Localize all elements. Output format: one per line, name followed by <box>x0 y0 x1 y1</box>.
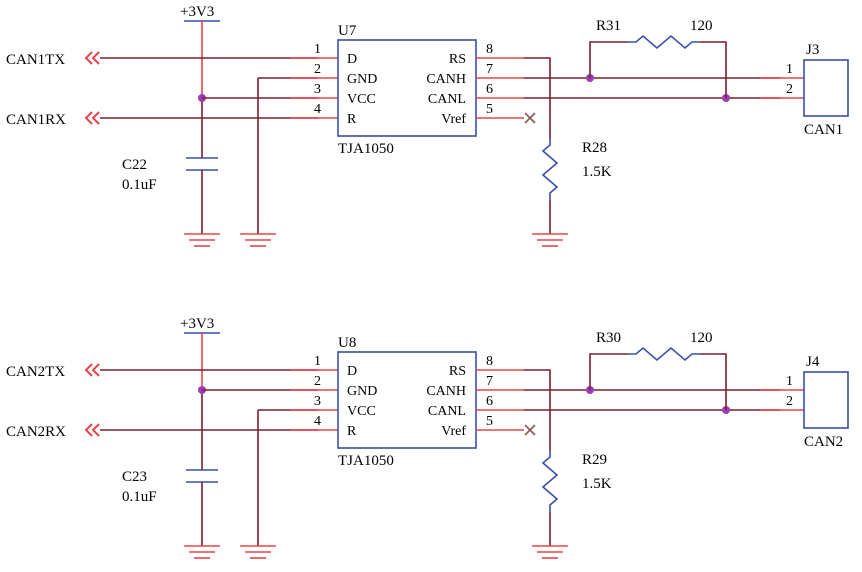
pin-num-6: 6 <box>486 82 493 97</box>
pin-name-vcc: VCC <box>347 404 376 419</box>
tx-arrow <box>84 51 100 65</box>
rx-label: CAN2RX <box>6 424 66 440</box>
tx-arrow <box>84 363 100 377</box>
pin-num-5: 5 <box>486 414 493 429</box>
pin-num-4: 4 <box>314 414 321 429</box>
pin-name-gnd: GND <box>347 384 377 399</box>
rs-res-value: 1.5K <box>582 476 612 492</box>
cap-value: 0.1uF <box>122 489 157 505</box>
pin-num-8: 8 <box>486 42 493 57</box>
pin-name-vref: Vref <box>441 424 466 439</box>
cap-ref: C23 <box>122 469 147 485</box>
rs-wire <box>524 369 551 450</box>
rs-resistor <box>541 138 559 200</box>
pin-num-3: 3 <box>314 394 321 409</box>
power-label: +3V3 <box>180 316 214 332</box>
conn-name: CAN1 <box>804 122 843 138</box>
pin-name-r: R <box>347 112 357 127</box>
capacitor <box>186 469 218 546</box>
no-connect-mark <box>524 424 536 436</box>
rs-resistor <box>541 450 559 512</box>
rs-res-ref: R29 <box>582 452 607 468</box>
capacitor <box>186 157 218 234</box>
conn-ref: J4 <box>806 354 820 370</box>
pin-num-7: 7 <box>486 374 493 389</box>
conn-name: CAN2 <box>804 434 843 450</box>
pin-num-7: 7 <box>486 62 493 77</box>
pin-name-vcc: VCC <box>347 92 376 107</box>
ground-symbol-rs <box>532 233 568 247</box>
pin-name-gnd: GND <box>347 72 377 87</box>
pin-num-8: 8 <box>486 354 493 369</box>
pin-name-canl: CANL <box>428 404 466 419</box>
ic-body <box>337 39 477 137</box>
conn-ref: J3 <box>806 42 819 58</box>
no-connect-mark <box>524 112 536 124</box>
pin-name-d: D <box>347 52 357 67</box>
pin-num-3: 3 <box>314 82 321 97</box>
rs-wire <box>524 57 551 138</box>
rx-arrow <box>84 111 100 125</box>
term-res-value: 120 <box>690 330 713 346</box>
ic-ref: U8 <box>338 335 356 351</box>
cap-ref: C22 <box>122 157 147 173</box>
pin-name-rs: RS <box>449 52 466 67</box>
pin-num-1: 1 <box>314 42 321 57</box>
connector-body <box>803 59 849 117</box>
power-label: +3V3 <box>180 4 214 20</box>
ic-body <box>337 351 477 449</box>
circuit-can1: +3V3 C22 0.1uF CAN <box>6 4 849 247</box>
term-resistor <box>628 34 700 50</box>
term-res-ref: R31 <box>596 18 621 34</box>
pin-name-d: D <box>347 364 357 379</box>
ic-part: TJA1050 <box>338 141 394 157</box>
ground-symbol-rs <box>532 545 568 559</box>
pin-num-6: 6 <box>486 394 493 409</box>
rs-res-ref: R28 <box>582 140 607 156</box>
connector-body <box>803 371 849 429</box>
pin-name-rs: RS <box>449 364 466 379</box>
cap-value: 0.1uF <box>122 177 157 193</box>
tx-label: CAN1TX <box>6 52 65 68</box>
term-res-value: 120 <box>690 18 713 34</box>
pin-name-canh: CANH <box>426 72 466 87</box>
circuit-can2: +3V3 C23 0.1uF CAN <box>6 316 849 559</box>
pin-num-2: 2 <box>314 62 321 77</box>
term-res-ref: R30 <box>596 330 621 346</box>
rx-arrow <box>84 423 100 437</box>
term-resistor <box>628 346 700 362</box>
rs-res-value: 1.5K <box>582 164 612 180</box>
conn-pin-2: 2 <box>786 82 793 97</box>
ground-symbol-cap <box>184 233 220 247</box>
pin-name-r: R <box>347 424 357 439</box>
pin-name-canh: CANH <box>426 384 466 399</box>
tx-label: CAN2TX <box>6 364 65 380</box>
pin-num-1: 1 <box>314 354 321 369</box>
rx-label: CAN1RX <box>6 112 66 128</box>
pin-name-canl: CANL <box>428 92 466 107</box>
ic-part: TJA1050 <box>338 453 394 469</box>
pin-num-2: 2 <box>314 374 321 389</box>
pin-name-vref: Vref <box>441 112 466 127</box>
ground-symbol-cap <box>184 545 220 559</box>
ground-symbol-ic <box>240 233 276 247</box>
pin-num-5: 5 <box>486 102 493 117</box>
pin-num-4: 4 <box>314 102 321 117</box>
conn-pin-1: 1 <box>786 374 793 389</box>
conn-pin-2: 2 <box>786 394 793 409</box>
ground-symbol-ic <box>240 545 276 559</box>
conn-pin-1: 1 <box>786 62 793 77</box>
ic-ref: U7 <box>338 23 357 39</box>
